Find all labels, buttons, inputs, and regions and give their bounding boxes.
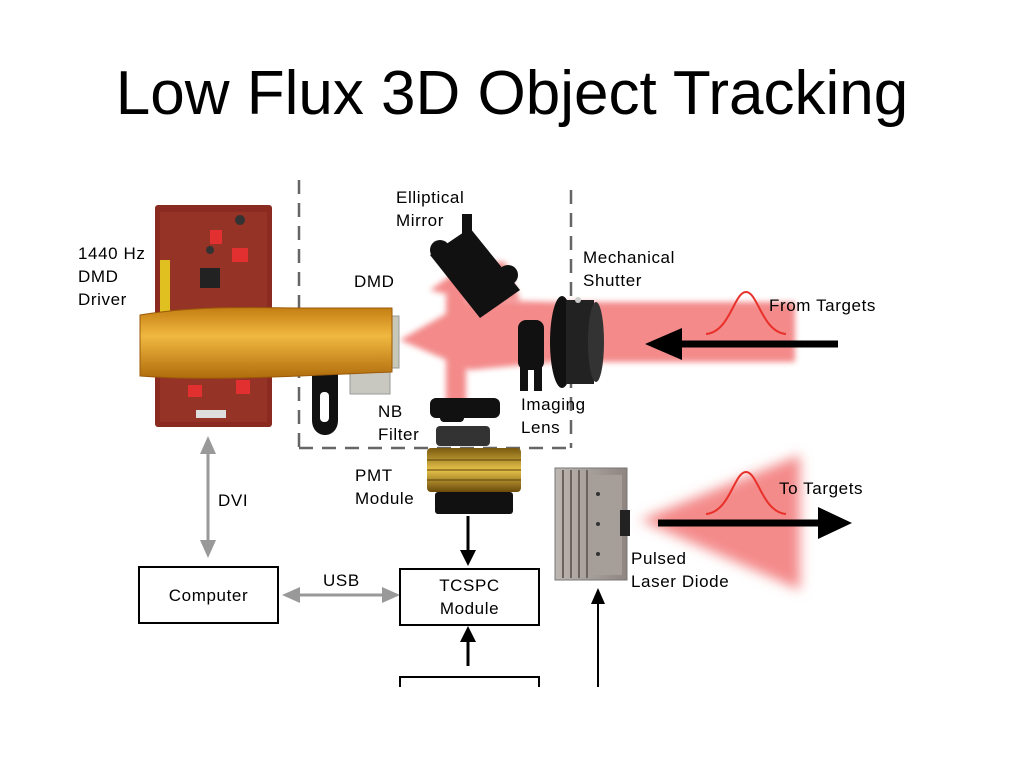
- pmt-module: [427, 448, 521, 514]
- usb-label: USB: [323, 571, 360, 590]
- mechanical-shutter-label-line: Shutter: [583, 271, 643, 290]
- imaging-lens-label-line: Lens: [521, 418, 561, 437]
- pulsed-laser-diode-device: [554, 467, 630, 581]
- dmd-driver-label-line: 1440 Hz: [78, 244, 146, 263]
- imaging-lens-label: Imaging Lens: [521, 393, 586, 439]
- from-targets-label: From Targets: [769, 296, 877, 315]
- pulsed-laser-diode-label: Pulsed Laser Diode: [631, 547, 729, 593]
- computer-box: Computer: [138, 566, 279, 624]
- tcspc-module-box-line: Module: [439, 599, 500, 618]
- nb-filter-label-line: NB: [378, 402, 403, 421]
- from-targets-arrow: [645, 328, 838, 360]
- elliptical-mirror-label-line: Mirror: [396, 211, 444, 230]
- tcspc-module-box: TCSPC Module: [399, 568, 540, 626]
- imaging-lens-label-line: Imaging: [521, 395, 586, 414]
- dmd-driver-label-line: DMD: [78, 267, 119, 286]
- nb-filter-label-line: Filter: [378, 425, 420, 444]
- dvi-label: DVI: [218, 491, 249, 510]
- pmt-module-label-line: Module: [355, 489, 415, 508]
- usb-connection-arrow: [282, 587, 400, 603]
- slide-bottom-cutoff: [0, 687, 1024, 768]
- dmd-driver-label: 1440 Hz DMD Driver: [78, 242, 146, 311]
- computer-box-label: Computer: [168, 585, 249, 605]
- nb-filter: [430, 398, 500, 446]
- dmd-driver-label-line: Driver: [78, 290, 127, 309]
- mechanical-shutter: [550, 296, 604, 388]
- imaging-lens: [518, 320, 544, 391]
- tcspc-module-box-line: TCSPC: [439, 576, 500, 595]
- slide-title: Low Flux 3D Object Tracking: [115, 59, 909, 128]
- pulse-to-tcspc-arrow: [460, 626, 476, 666]
- pulse-curve-incoming: [705, 290, 787, 335]
- dvi-connection-arrow: [200, 436, 216, 558]
- elliptical-mirror-mount: [430, 214, 520, 318]
- elliptical-mirror-label-line: Elliptical: [396, 188, 465, 207]
- pmt-module-label: PMT Module: [355, 464, 414, 510]
- to-targets-arrow: [658, 507, 852, 539]
- pmt-module-label-line: PMT: [355, 466, 393, 485]
- pulse-curve-outgoing: [705, 470, 787, 515]
- pulse-to-laser-arrow: [591, 588, 605, 690]
- mechanical-shutter-label: Mechanical Shutter: [583, 246, 675, 292]
- ribbon-cable: [139, 307, 393, 379]
- mechanical-shutter-label-line: Mechanical: [583, 248, 675, 267]
- elliptical-mirror-label: Elliptical Mirror: [396, 186, 464, 232]
- pulsed-laser-diode-label-line: Laser Diode: [631, 572, 730, 591]
- to-targets-label: To Targets: [779, 479, 864, 498]
- pmt-to-tcspc-arrow: [460, 516, 476, 566]
- nb-filter-label: NB Filter: [378, 400, 419, 446]
- dmd-label: DMD: [354, 272, 395, 291]
- pulsed-laser-diode-label-line: Pulsed: [631, 549, 687, 568]
